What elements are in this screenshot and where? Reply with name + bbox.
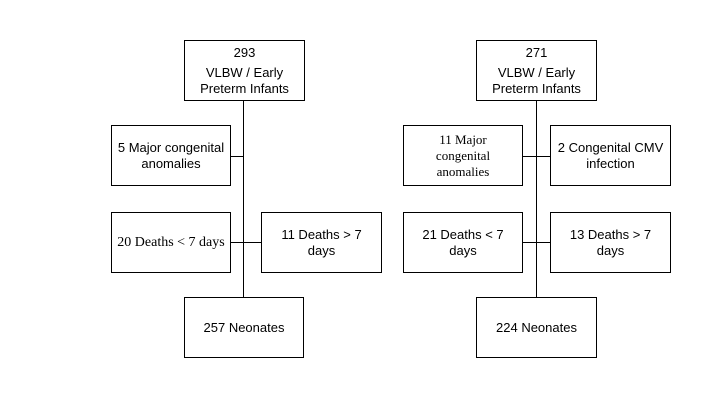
right-deaths-early-connector — [523, 242, 537, 243]
left-main-connector — [243, 101, 244, 297]
right-deaths-early-box: 21 Deaths < 7 days — [403, 212, 523, 273]
right-anomalies-line1: 11 Major — [439, 131, 487, 147]
left-deaths-early-label: 20 Deaths < 7 days — [117, 234, 225, 250]
right-deaths-late-connector — [536, 242, 550, 243]
right-cohort-box: 271 VLBW / Early Preterm Infants — [476, 40, 597, 101]
left-anomalies-line2: anomalies — [141, 155, 201, 171]
left-cohort-count: 293 — [233, 44, 256, 60]
right-result-label: 224 Neonates — [496, 319, 577, 335]
left-cohort-box: 293 VLBW / Early Preterm Infants — [184, 40, 305, 101]
right-result-box: 224 Neonates — [476, 297, 597, 358]
right-cmv-line1: 2 Congenital CMV — [557, 139, 664, 155]
right-anomalies-line3: anomalies — [436, 163, 490, 179]
left-deaths-early-connector — [231, 242, 244, 243]
right-deaths-late-label: 13 Deaths > 7 days — [569, 226, 652, 258]
left-result-box: 257 Neonates — [184, 297, 304, 358]
left-deaths-late-label: 11 Deaths > 7 days — [281, 226, 362, 258]
right-cohort-label-line1: VLBW / Early — [497, 64, 576, 80]
right-cmv-connector — [536, 156, 550, 157]
right-cohort-label-line2: Preterm Infants — [492, 80, 581, 96]
left-cohort-label-line1: VLBW / Early — [205, 64, 284, 80]
left-deaths-late-connector — [243, 242, 261, 243]
right-deaths-late-box: 13 Deaths > 7 days — [550, 212, 671, 273]
right-main-connector — [536, 101, 537, 297]
right-deaths-early-label: 21 Deaths < 7 days — [422, 226, 504, 258]
left-result-label: 257 Neonates — [203, 319, 285, 335]
right-cmv-box: 2 Congenital CMV infection — [550, 125, 671, 186]
left-anomalies-box: 5 Major congenital anomalies — [111, 125, 231, 186]
left-anomalies-line1: 5 Major congenital — [117, 139, 225, 155]
right-anomalies-connector — [523, 156, 537, 157]
right-anomalies-box: 11 Major congenital anomalies — [403, 125, 523, 186]
left-anomalies-connector — [231, 156, 244, 157]
right-cohort-count: 271 — [525, 44, 548, 60]
right-anomalies-line2: congenital — [435, 147, 491, 163]
left-deaths-early-box: 20 Deaths < 7 days — [111, 212, 231, 273]
left-deaths-late-box: 11 Deaths > 7 days — [261, 212, 382, 273]
left-cohort-label-line2: Preterm Infants — [200, 80, 289, 96]
right-cmv-line2: infection — [586, 155, 635, 171]
